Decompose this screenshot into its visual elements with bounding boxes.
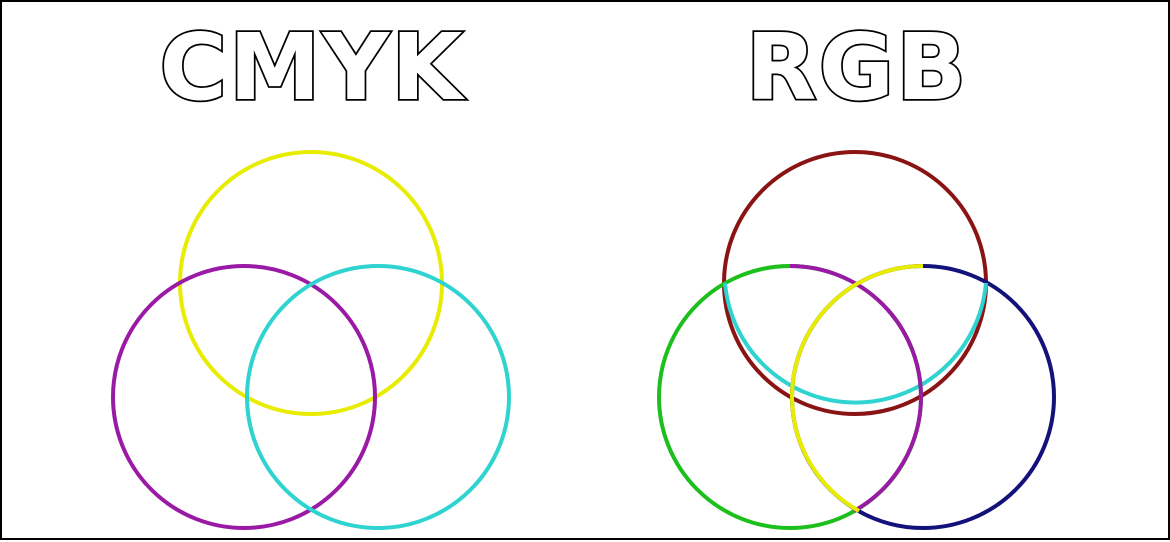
cmyk-panel: CMYK [111,12,511,530]
red-circle-inner-arc [723,282,988,405]
magenta-circle [111,264,377,530]
rgb-panel: RGB [657,12,1056,530]
cmyk-title: CMYK [160,14,467,121]
rgb-title: RGB [746,14,968,121]
green-circle-inner-arc [789,264,924,513]
blue-circle-inner-arc [789,264,924,513]
cyan-circle [245,264,511,530]
